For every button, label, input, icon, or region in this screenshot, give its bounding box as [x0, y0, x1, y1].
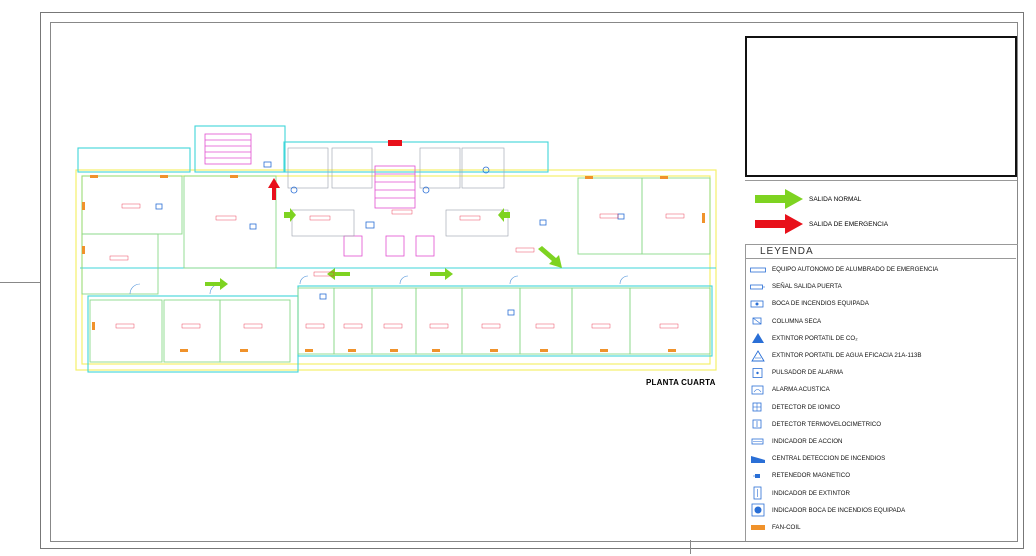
extinguisher-indicator-icon [750, 486, 766, 500]
legend-item: EXTINTOR PORTATIL DE CO₂ [750, 330, 1014, 347]
legend-item-label: DETECTOR DE IONICO [772, 403, 840, 411]
legend-item: EXTINTOR PORTATIL DE AGUA EFICACIA 21A-1… [750, 347, 1014, 364]
legend-title: LEYENDA [760, 246, 814, 257]
title-block [745, 36, 1017, 177]
sheet-bottom-tick [690, 540, 691, 554]
action-indicator-icon [750, 435, 766, 447]
fire-equipment-symbols [155, 161, 625, 316]
normal-exit-label: SALIDA NORMAL [809, 195, 862, 203]
co2-extinguisher-icon [750, 332, 766, 344]
legend-item-label: COLUMNA SECA [772, 317, 822, 325]
legend-item-label: EQUIPO AUTONOMO DE ALUMBRADO DE EMERGENC… [772, 266, 939, 274]
legend-item: INDICADOR DE EXTINTOR [750, 484, 1014, 501]
room-walls [81, 175, 711, 363]
legend-divider [746, 258, 1016, 259]
legend-item: EQUIPO AUTONOMO DE ALUMBRADO DE EMERGENC… [750, 261, 1014, 278]
normal-exit-row: SALIDA NORMAL [755, 189, 861, 209]
legend-item: ALARMA ACUSTICA [750, 381, 1014, 398]
legend-item: DETECTOR DE IONICO [750, 399, 1014, 416]
fan-coil-units [82, 175, 705, 352]
legend-item: FAN-COIL [750, 519, 1014, 536]
legend-item: COLUMNA SECA [750, 313, 1014, 330]
legend-item-label: SEÑAL SALIDA PUERTA [772, 283, 842, 291]
fire-control-panel-icon [750, 453, 766, 465]
water-extinguisher-icon [750, 349, 766, 362]
legend-item-label: DETECTOR TERMOVELOCIMETRICO [772, 420, 882, 428]
legend-item: INDICADOR BOCA DE INCENDIOS EQUIPADA [750, 502, 1014, 519]
stair-core [204, 133, 435, 257]
emergency-exit-arrow-icon [755, 214, 803, 234]
dry-riser-icon [750, 315, 766, 327]
door-swings [129, 275, 629, 295]
exit-sign-icon [750, 281, 766, 293]
building-outline-yellow [75, 169, 717, 371]
plan-title: PLANTA CUARTA [646, 378, 716, 387]
hose-indicator-icon [750, 503, 766, 517]
ionic-detector-icon [750, 401, 766, 413]
legend-item-label: INDICADOR DE ACCION [772, 437, 843, 445]
sheet-side-tick [0, 282, 40, 283]
emergency-exit-arrow [268, 140, 402, 200]
legend-item-label: EXTINTOR PORTATIL DE CO₂ [772, 334, 858, 342]
legend-item-label: INDICADOR BOCA DE INCENDIOS EQUIPADA [772, 506, 906, 514]
legend-item-label: BOCA DE INCENDIOS EQUIPADA [772, 300, 869, 308]
service-rooms [287, 147, 509, 237]
legend-item-label: CENTRAL DETECCION DE INCENDIOS [772, 455, 886, 463]
legend-item-label: FAN-COIL [772, 523, 801, 531]
floor-plan [70, 118, 720, 378]
fire-hose-cabinet-icon [750, 298, 766, 310]
room-labels [109, 203, 685, 329]
legend-item: RETENEDOR MAGNETICO [750, 467, 1014, 484]
legend-item-label: RETENEDOR MAGNETICO [772, 472, 851, 480]
legend-item: PULSADOR DE ALARMA [750, 364, 1014, 381]
legend-item: INDICADOR DE ACCION [750, 433, 1014, 450]
emergency-exit-label: SALIDA DE EMERGENCIA [809, 220, 889, 228]
thermovelocimetric-detector-icon [750, 418, 766, 430]
sheet-outer-frame [40, 12, 1024, 549]
acoustic-alarm-icon [750, 384, 766, 396]
legend-item-label: EXTINTOR PORTATIL DE AGUA EFICACIA 21A-1… [772, 352, 922, 360]
emergency-light-icon [750, 264, 766, 276]
fan-coil-icon [750, 521, 766, 533]
legend-item-label: PULSADOR DE ALARMA [772, 369, 844, 377]
legend-item: DETECTOR TERMOVELOCIMETRICO [750, 416, 1014, 433]
legend-item: SEÑAL SALIDA PUERTA [750, 278, 1014, 295]
building-outline-cyan [77, 125, 716, 373]
exit-legend: SALIDA NORMAL SALIDA DE EMERGENCIA [745, 180, 1017, 241]
floor-plan-drawing [75, 125, 717, 373]
sheet-inner-frame [50, 22, 1018, 542]
legend-item: BOCA DE INCENDIOS EQUIPADA [750, 295, 1014, 312]
legend-item: CENTRAL DETECCION DE INCENDIOS [750, 450, 1014, 467]
normal-exit-arrow-icon [755, 189, 803, 209]
legend-panel: LEYENDA EQUIPO AUTONOMO DE ALUMBRADO DE … [745, 244, 1018, 541]
legend-items: EQUIPO AUTONOMO DE ALUMBRADO DE EMERGENC… [750, 261, 1014, 536]
legend-item-label: ALARMA ACUSTICA [772, 386, 830, 394]
normal-exit-arrows [205, 208, 562, 290]
magnetic-holder-icon [750, 470, 766, 482]
emergency-exit-row: SALIDA DE EMERGENCIA [755, 214, 888, 234]
alarm-pushbutton-icon [750, 367, 766, 379]
legend-item-label: INDICADOR DE EXTINTOR [772, 489, 850, 497]
